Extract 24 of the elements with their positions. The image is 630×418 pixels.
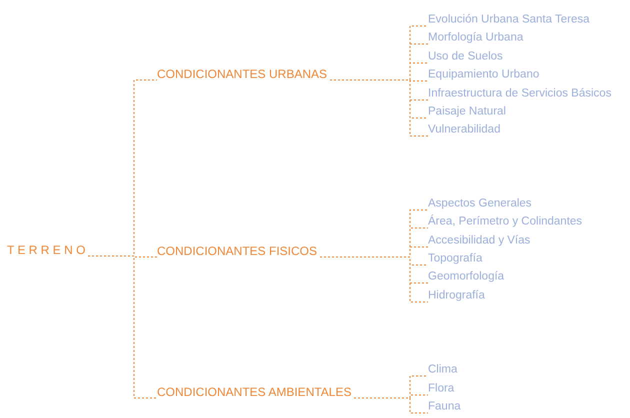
item-label: Paisaje Natural (428, 106, 506, 118)
item-label: Evolución Urbana Santa Teresa (428, 14, 590, 26)
item-label: Uso de Suelos (428, 51, 503, 63)
dotted-connector (88, 256, 158, 398)
item-label: Flora (428, 383, 454, 395)
item-label: Equipamiento Urbano (428, 69, 540, 81)
dotted-connector (330, 80, 428, 136)
item-label: Topografía (428, 253, 482, 265)
item-label: Morfología Urbana (428, 32, 524, 44)
item-label: Geomorfología (428, 271, 504, 283)
dotted-connector (354, 398, 428, 414)
root-label: T E R R E N O (7, 244, 86, 256)
item-label: Área, Perímetro y Colindantes (428, 216, 582, 228)
item-label: Aspectos Generales (428, 198, 532, 210)
item-label: Clima (428, 364, 458, 376)
category-label: CONDICIONANTES URBANAS (157, 68, 328, 80)
category-label: CONDICIONANTES FISICOS (157, 245, 318, 257)
item-label: Fauna (428, 401, 461, 413)
item-label: Vulnerabilidad (428, 124, 500, 136)
item-label: Infraestructura de Servicios Básicos (428, 88, 612, 100)
dotted-connector (320, 256, 428, 302)
item-label: Accesibilidad y Vías (428, 235, 530, 247)
category-label: CONDICIONANTES AMBIENTALES (157, 386, 352, 398)
item-label: Hidrografía (428, 290, 485, 302)
